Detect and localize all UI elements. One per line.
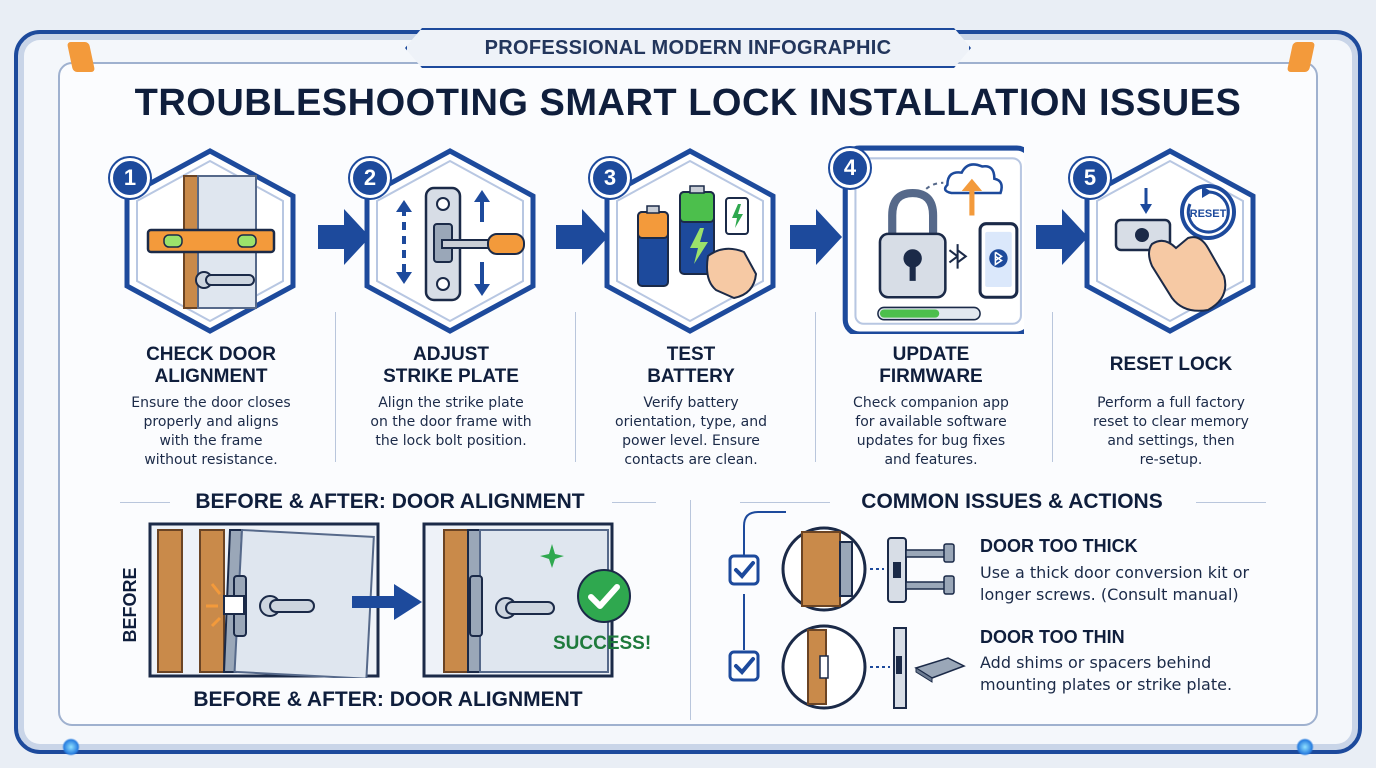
step-2-illustration [364,148,536,334]
step-5-title: RESET LOCK [1056,354,1286,376]
step-5-title-line-1: RESET LOCK [1109,354,1233,375]
step-4-desc-line-4: and features. [884,452,978,468]
step-1-title-line-1: CHECK DOOR [146,344,276,365]
issue-door-too-thin-title: DOOR TOO THIN [980,627,1125,647]
step-3-title-line-1: TEST [666,344,716,365]
step-4-desc-line-3: updates for bug fixes [856,433,1006,449]
issue-1-desc-line-1: Use a thick door conversion kit or [980,563,1250,582]
step-4-desc-line-2: for available software [855,414,1007,430]
before-after-title-top: BEFORE & AFTER: DOOR ALIGNMENT [195,490,585,513]
before-label: BEFORE [119,567,140,643]
step-4-illustration [842,145,1024,334]
step-2-title-line-2: STRIKE PLATE [383,366,519,387]
step-3-description: Verify battery orientation, type, and po… [576,394,806,470]
issue-door-too-thick-title: DOOR TOO THICK [980,536,1138,556]
issue-door-too-thick-description: Use a thick door conversion kit or longe… [980,562,1280,606]
step-2-desc-line-2: on the door frame with [370,414,532,430]
step-3-title: TEST BATTERY [576,344,806,388]
step-3-desc-line-3: power level. Ensure [622,433,760,449]
step-1-desc-line-4: without resistance. [144,452,278,468]
check-circle-icon [577,569,631,623]
arrow-right-icon [318,209,370,265]
arrow-right-icon [352,584,422,620]
step-5-number: 5 [1070,158,1110,198]
step-4-title: UPDATE FIRMWARE [816,344,1046,388]
step-1-title-line-2: ALIGNMENT [154,366,268,387]
checkbox-checked-icon [728,554,760,586]
step-5-description: Perform a full factory reset to clear me… [1056,394,1286,470]
divider [1196,502,1266,503]
step-5-desc-line-1: Perform a full factory [1097,395,1245,411]
glow-dot-bottom-right [1296,738,1314,756]
checkbox-checked-icon [728,650,760,682]
arrow-right-icon [556,209,608,265]
step-4-title-line-2: FIRMWARE [879,366,983,387]
step-1-desc-line-3: with the frame [159,433,263,449]
divider [575,312,576,462]
step-1-number: 1 [110,158,150,198]
step-1-description: Ensure the door closes properly and alig… [96,394,326,470]
step-4-description: Check companion app for available softwa… [816,394,1046,470]
step-1-desc-line-1: Ensure the door closes [131,395,291,411]
step-3-desc-line-2: orientation, type, and [615,414,767,430]
common-issues-title: COMMON ISSUES & ACTIONS [861,490,1163,513]
before-door-illustration [148,522,380,678]
step-5-desc-line-3: and settings, then [1107,433,1235,449]
step-3-desc-line-1: Verify battery [643,395,739,411]
step-2-title-line-1: ADJUST [412,344,489,365]
step-4-title-line-1: UPDATE [892,344,970,365]
step-2-desc-line-3: the lock bolt position. [375,433,527,449]
success-label: SUCCESS! [553,633,652,654]
divider [815,312,816,462]
top-banner: PROFESSIONAL MODERN INFOGRAPHIC [405,28,971,68]
divider [335,312,336,462]
step-3-desc-line-4: contacts are clean. [624,452,758,468]
thick-door-illustration [781,526,955,612]
page-title: TROUBLESHOOTING SMART LOCK INSTALLATION … [134,82,1242,124]
step-4-desc-line-1: Check companion app [853,395,1009,411]
divider [740,502,830,503]
divider [612,502,656,503]
reset-label: RESET [1190,208,1227,220]
step-4-number: 4 [830,148,870,188]
step-2-number: 2 [350,158,390,198]
issue-1-desc-line-2: longer screws. (Consult manual) [980,585,1239,604]
issue-2-desc-line-1: Add shims or spacers behind [980,653,1212,672]
step-1-title: CHECK DOOR ALIGNMENT [96,344,326,388]
issues-connector [743,511,786,650]
glow-dot-bottom-left [62,738,80,756]
step-2-desc-line-1: Align the strike plate [378,395,524,411]
divider [120,502,170,503]
step-3-title-line-2: BATTERY [647,366,735,387]
issue-door-too-thin-description: Add shims or spacers behind mounting pla… [980,652,1280,696]
step-3-number: 3 [590,158,630,198]
step-5-desc-line-2: reset to clear memory [1093,414,1249,430]
step-3-illustration [604,148,776,334]
step-5-desc-line-4: re-setup. [1139,452,1203,468]
step-1-desc-line-2: properly and aligns [143,414,279,430]
step-2-description: Align the strike plate on the door frame… [336,394,566,451]
divider [1052,312,1053,462]
thin-door-illustration [781,624,966,710]
step-5-illustration: RESET [1084,148,1256,334]
step-2-title: ADJUST STRIKE PLATE [336,344,566,388]
arrow-right-icon [790,209,842,265]
issue-2-desc-line-2: mounting plates or strike plate. [980,675,1233,694]
arrow-right-icon [1036,209,1088,265]
before-after-title-bottom: BEFORE & AFTER: DOOR ALIGNMENT [193,688,583,711]
divider [690,500,691,720]
